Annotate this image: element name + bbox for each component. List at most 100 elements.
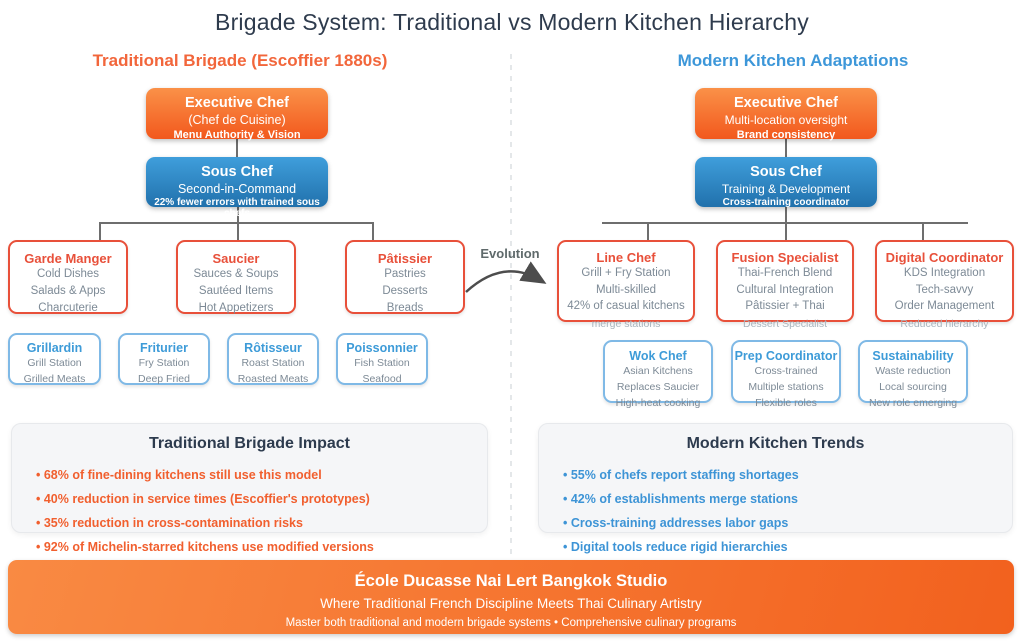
right-section-header: Modern Kitchen Adaptations: [677, 51, 909, 70]
node-subtitle: Multi-location oversight: [724, 113, 848, 127]
card-line: Thai-French Blend: [737, 267, 833, 279]
node-detail: Brand consistency: [736, 129, 836, 141]
panel-title: Traditional Brigade Impact: [149, 435, 350, 452]
card-line: Grill + Fry Station: [581, 267, 671, 279]
specialist-card-grillardin: Grillardin Grill Station Grilled Meats: [8, 333, 101, 385]
node-title: Sous Chef: [750, 164, 822, 180]
station-card-garde-manger: Garde Manger Cold Dishes Salads & Apps C…: [8, 240, 128, 314]
station-card-patissier: Pâtissier Pastries Desserts Breads: [345, 240, 465, 314]
panel-bullet: 40% reduction in service times (Escoffie…: [36, 487, 487, 511]
right-executive-chef-node: Executive Chef Multi-location oversight …: [695, 88, 877, 141]
specialist-card-prep-coordinator: Prep Coordinator Cross-trained Multiple …: [731, 340, 841, 409]
card-line: High-heat cooking: [615, 397, 701, 409]
card-line: Multi-skilled: [595, 283, 657, 296]
card-line: Pâtissier + Thai: [745, 300, 825, 312]
node-detail: Menu Authority & Vision: [173, 129, 301, 141]
card-title: Fusion Specialist: [731, 250, 839, 265]
card-title: Poissonnier: [346, 341, 418, 355]
card-line: New role emerging: [868, 397, 958, 409]
traditional-impact-panel: Traditional Brigade Impact 68% of fine-d…: [11, 423, 488, 554]
panel-title: Modern Kitchen Trends: [686, 435, 865, 452]
specialist-card-sustainability: Sustainability Waste reduction Local sou…: [858, 340, 968, 409]
card-line: Sauces & Soups: [193, 268, 279, 280]
card-line: Cultural Integration: [736, 283, 834, 296]
card-line: Replaces Saucier: [616, 381, 700, 393]
card-line: Waste reduction: [875, 365, 951, 377]
left-executive-chef-node: Executive Chef (Chef de Cuisine) Menu Au…: [146, 88, 328, 141]
card-line: Order Management: [894, 300, 995, 312]
node-subtitle: Second-in-Command: [177, 182, 297, 196]
card-line: Grilled Meats: [23, 373, 86, 385]
left-bus: [99, 222, 374, 240]
banner-title: École Ducasse Nai Lert Bangkok Studio: [354, 572, 668, 590]
card-line: Tech-savvy: [915, 283, 974, 296]
specialist-card-wok-chef: Wok Chef Asian Kitchens Replaces Saucier…: [603, 340, 713, 409]
card-line: Desserts: [382, 285, 428, 297]
banner-detail: Master both traditional and modern briga…: [285, 617, 737, 629]
card-line: Fish Station: [354, 357, 410, 369]
node-subtitle: (Chef de Cuisine): [188, 113, 286, 127]
node-detail: 22% fewer errors with trained sous chefs: [154, 197, 320, 219]
banner-subtitle: Where Traditional French Discipline Meet…: [320, 596, 702, 611]
card-title: Digital Coordinator: [885, 250, 1004, 265]
left-section-header: Traditional Brigade (Escoffier 1880s): [92, 51, 388, 70]
panel-bullet: Cross-training addresses labor gaps: [563, 511, 1012, 535]
card-line: Pastries: [384, 268, 426, 280]
panel-bullet: 42% of establishments merge stations: [563, 487, 1012, 511]
station-card-fusion-specialist: Fusion Specialist Thai-French Blend Cult…: [716, 240, 854, 330]
card-line: Breads: [386, 302, 424, 314]
card-line: Roast Station: [241, 357, 305, 369]
card-line: Deep Fried: [138, 373, 190, 385]
card-line: Roasted Meats: [237, 373, 309, 385]
panel-bullet: 55% of chefs report staffing shortages: [563, 463, 1012, 487]
node-detail: Cross-training coordinator: [722, 197, 850, 208]
card-line: Seafood: [362, 373, 402, 385]
panel-bullet-list: 68% of fine-dining kitchens still use th…: [12, 463, 487, 559]
card-title: Saucier: [212, 251, 260, 266]
school-banner: École Ducasse Nai Lert Bangkok Studio Wh…: [8, 560, 1014, 634]
card-title: Friturier: [140, 341, 188, 355]
card-line: Cross-trained: [754, 365, 818, 377]
card-line: Charcuterie: [38, 302, 98, 314]
card-line: Flexible roles: [755, 397, 817, 409]
right-sous-chef-node: Sous Chef Training & Development Cross-t…: [695, 157, 877, 208]
node-title: Executive Chef: [734, 95, 838, 111]
card-title: Rôtisseur: [244, 341, 302, 355]
specialist-card-poissonnier: Poissonnier Fish Station Seafood: [336, 333, 428, 385]
card-title: Wok Chef: [629, 349, 687, 363]
card-line: Hot Appetizers: [198, 302, 274, 314]
card-title: Pâtissier: [377, 251, 433, 266]
evolution-label: Evolution: [480, 246, 540, 261]
specialist-card-friturier: Friturier Fry Station Deep Fried: [118, 333, 210, 385]
card-title: Grillardin: [26, 341, 83, 355]
card-line: Multiple stations: [748, 381, 824, 393]
card-line: Fry Station: [138, 357, 190, 369]
card-line: Asian Kitchens: [623, 365, 693, 377]
card-line: 42% of casual kitchens: [567, 300, 685, 312]
node-title: Executive Chef: [185, 95, 289, 111]
specialist-card-rotisseur: Rôtisseur Roast Station Roasted Meats: [227, 333, 319, 385]
panel-bullet: 68% of fine-dining kitchens still use th…: [36, 463, 487, 487]
card-line: Local sourcing: [879, 381, 947, 393]
card-line: Sautéed Items: [198, 285, 274, 297]
card-line: Salads & Apps: [30, 285, 106, 297]
modern-trends-panel: Modern Kitchen Trends 55% of chefs repor…: [538, 423, 1013, 554]
card-note: Reduced hierarchy: [900, 317, 989, 330]
panel-bullet-list: 55% of chefs report staffing shortages 4…: [539, 463, 1012, 559]
station-card-line-chef: Line Chef Grill + Fry Station Multi-skil…: [557, 240, 695, 330]
card-line: Grill Station: [27, 357, 82, 369]
card-title: Sustainability: [872, 349, 954, 363]
card-title: Garde Manger: [24, 251, 112, 266]
left-sous-chef-node: Sous Chef Second-in-Command 22% fewer er…: [146, 157, 328, 219]
card-line: Cold Dishes: [37, 268, 99, 280]
card-note: merge stations: [591, 317, 661, 330]
station-card-digital-coordinator: Digital Coordinator KDS Integration Tech…: [875, 240, 1014, 330]
panel-bullet: 92% of Michelin-starred kitchens use mod…: [36, 535, 487, 559]
node-subtitle: Training & Development: [721, 182, 851, 196]
panel-bullet: 35% reduction in cross-contamination ris…: [36, 511, 487, 535]
node-title: Sous Chef: [201, 164, 273, 180]
card-title: Prep Coordinator: [734, 349, 838, 363]
page-title: Brigade System: Traditional vs Modern Ki…: [215, 9, 809, 35]
